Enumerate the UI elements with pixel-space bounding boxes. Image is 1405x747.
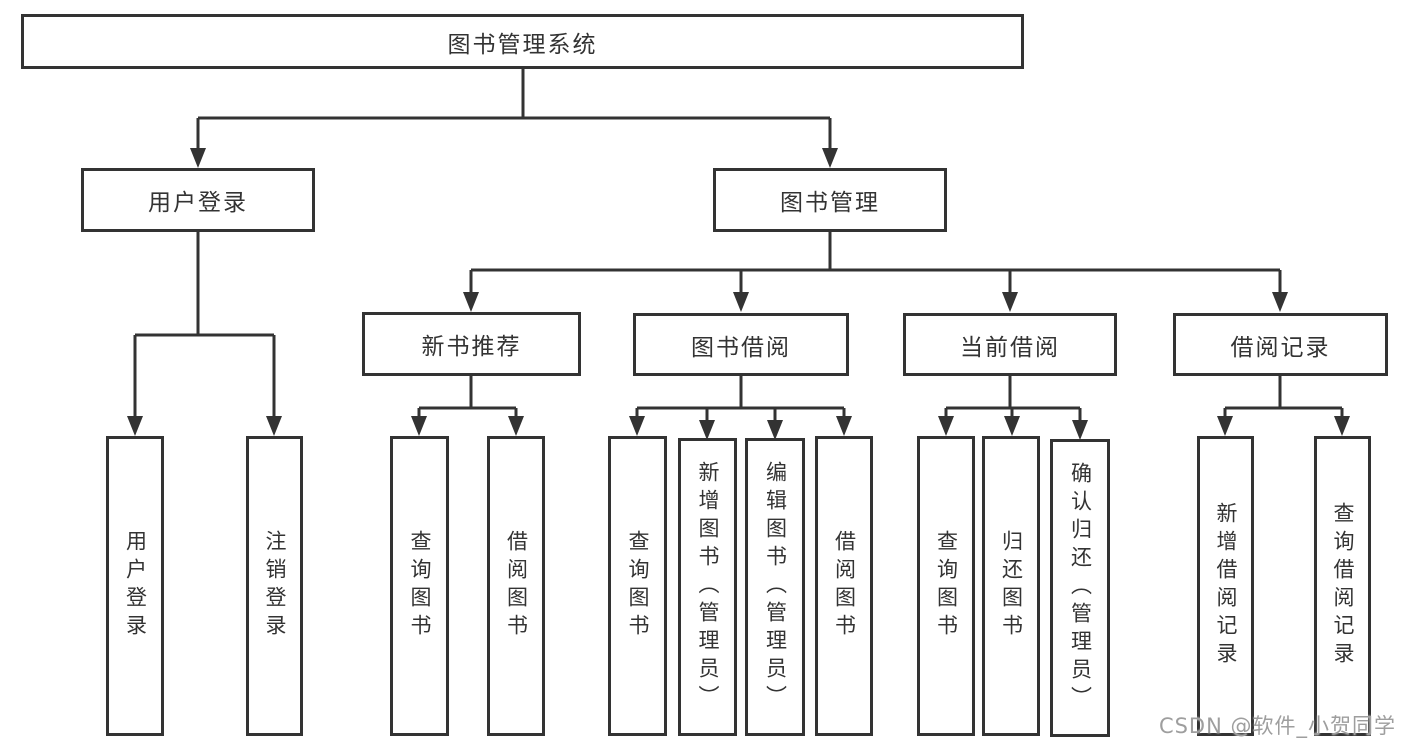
arrow-down-icon xyxy=(1217,416,1233,436)
arrow-down-icon xyxy=(1002,292,1018,312)
node-leaf-confirm-return-admin: 确认归还（管理员） xyxy=(1050,439,1110,737)
node-leaf-borrowing-query-books: 查询图书 xyxy=(608,436,667,736)
node-leaf-confirm-return-admin-label: 确认归还（管理员） xyxy=(1068,462,1093,714)
node-borrowing-records: 借阅记录 xyxy=(1173,313,1388,376)
node-leaf-recommend-query-books-label: 查询图书 xyxy=(408,530,432,642)
node-root-system: 图书管理系统 xyxy=(21,14,1024,69)
connector-new-book-recommend-to-leaves xyxy=(411,376,524,436)
node-leaf-add-books-admin: 新增图书（管理员） xyxy=(678,438,737,736)
connector-current-borrowing-to-leaves xyxy=(938,376,1088,440)
node-book-management-label: 图书管理 xyxy=(780,190,880,216)
connector-borrowing-records-to-leaves xyxy=(1217,376,1350,436)
node-leaf-recommend-borrow-books: 借阅图书 xyxy=(487,436,545,736)
node-leaf-add-borrow-record: 新增借阅记录 xyxy=(1197,436,1254,736)
node-borrowing-records-label: 借阅记录 xyxy=(1230,334,1331,361)
arrow-down-icon xyxy=(127,416,143,436)
node-root-system-label: 图书管理系统 xyxy=(447,31,598,58)
arrow-down-icon xyxy=(1004,416,1020,436)
connector-book-borrowing-to-leaves xyxy=(629,376,852,440)
node-leaf-return-books-label: 归还图书 xyxy=(999,530,1024,642)
arrow-down-icon xyxy=(508,416,524,436)
arrow-down-icon xyxy=(699,420,715,440)
node-current-borrowing: 当前借阅 xyxy=(903,313,1117,376)
arrow-down-icon xyxy=(938,416,954,436)
node-new-book-recommend-label: 新书推荐 xyxy=(421,334,522,360)
node-book-borrowing-label: 图书借阅 xyxy=(691,334,791,361)
arrow-down-icon xyxy=(266,416,282,436)
arrow-down-icon xyxy=(836,416,852,436)
arrow-down-icon xyxy=(629,416,645,436)
node-leaf-add-borrow-record-label: 新增借阅记录 xyxy=(1214,502,1238,670)
arrow-down-icon xyxy=(1272,292,1288,312)
arrow-down-icon xyxy=(190,148,206,168)
node-leaf-user-login-label: 用户登录 xyxy=(123,530,148,642)
node-leaf-logout: 注销登录 xyxy=(246,436,303,736)
node-leaf-edit-books-admin: 编辑图书（管理员） xyxy=(745,438,805,736)
arrow-down-icon xyxy=(463,292,479,312)
node-current-borrowing-label: 当前借阅 xyxy=(960,334,1060,361)
arrow-down-icon xyxy=(822,148,838,168)
node-new-book-recommend: 新书推荐 xyxy=(362,312,581,376)
connector-root-to-level2 xyxy=(190,69,838,168)
node-leaf-borrowing-query-books-label: 查询图书 xyxy=(626,530,650,642)
node-leaf-borrowing-borrow-books: 借阅图书 xyxy=(815,436,873,736)
arrow-down-icon xyxy=(733,292,749,312)
node-user-login-label: 用户登录 xyxy=(148,190,248,216)
node-user-login: 用户登录 xyxy=(81,168,315,232)
node-leaf-recommend-query-books: 查询图书 xyxy=(390,436,449,736)
node-leaf-add-books-admin-label: 新增图书（管理员） xyxy=(696,461,720,713)
connector-book-management-to-level3 xyxy=(463,232,1288,312)
connector-user-login-to-leaves xyxy=(127,232,282,436)
arrow-down-icon xyxy=(767,420,783,440)
node-leaf-current-query-books: 查询图书 xyxy=(917,436,975,736)
node-leaf-query-borrow-record: 查询借阅记录 xyxy=(1314,436,1371,736)
arrow-down-icon xyxy=(411,416,427,436)
arrow-down-icon xyxy=(1072,420,1088,440)
csdn-watermark: CSDN @软件_小贺同学 xyxy=(1158,714,1396,738)
node-leaf-recommend-borrow-books-label: 借阅图书 xyxy=(504,530,529,642)
node-leaf-query-borrow-record-label: 查询借阅记录 xyxy=(1331,502,1355,670)
node-leaf-current-query-books-label: 查询图书 xyxy=(934,530,959,642)
node-leaf-borrowing-borrow-books-label: 借阅图书 xyxy=(832,530,857,642)
node-book-management: 图书管理 xyxy=(713,168,947,232)
node-leaf-return-books: 归还图书 xyxy=(982,436,1040,736)
node-leaf-logout-label: 注销登录 xyxy=(263,530,287,642)
node-leaf-user-login: 用户登录 xyxy=(106,436,164,736)
node-leaf-edit-books-admin-label: 编辑图书（管理员） xyxy=(763,461,788,713)
arrow-down-icon xyxy=(1334,416,1350,436)
node-book-borrowing: 图书借阅 xyxy=(633,313,849,376)
